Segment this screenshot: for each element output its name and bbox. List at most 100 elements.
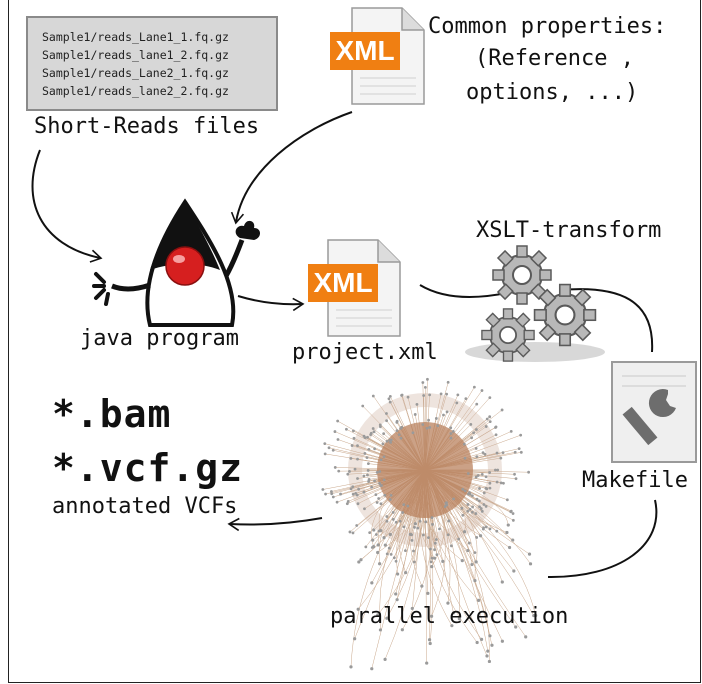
graph-node bbox=[413, 525, 416, 529]
reads-file-2: Sample1/reads_lane1_2.fq.gz bbox=[42, 48, 229, 62]
graph-node bbox=[493, 468, 497, 472]
graph-node bbox=[511, 512, 515, 515]
graph-node bbox=[410, 538, 414, 542]
graph-node bbox=[383, 493, 387, 497]
graph-node bbox=[488, 527, 492, 531]
graph-node bbox=[506, 523, 510, 527]
graph-node bbox=[466, 548, 470, 553]
graph-node bbox=[394, 592, 398, 596]
graph-node bbox=[428, 426, 432, 429]
graph-node bbox=[495, 451, 499, 455]
graph-node bbox=[500, 408, 504, 412]
graph-node bbox=[363, 452, 367, 455]
graph-node bbox=[376, 613, 380, 617]
graph-node bbox=[383, 657, 387, 662]
graph-node bbox=[452, 497, 455, 501]
graph-node bbox=[412, 549, 415, 553]
graph-node bbox=[484, 504, 488, 508]
graph-node bbox=[446, 533, 450, 537]
graph-node bbox=[413, 413, 417, 416]
makefile-label: Makefile bbox=[582, 468, 688, 493]
graph-node bbox=[331, 495, 335, 499]
line-gears-to-makefile bbox=[559, 288, 654, 353]
graph-node bbox=[370, 485, 374, 489]
graph-node bbox=[363, 507, 366, 511]
svg-text:XML: XML bbox=[335, 35, 394, 66]
graph-node bbox=[376, 543, 380, 547]
graph-node bbox=[494, 433, 498, 437]
graph-node bbox=[331, 448, 335, 452]
graph-node bbox=[513, 472, 516, 476]
graph-node bbox=[388, 400, 392, 404]
graph-node bbox=[431, 523, 434, 526]
graph-node bbox=[445, 392, 449, 396]
graph-node bbox=[348, 470, 351, 473]
graph-node bbox=[432, 556, 437, 560]
graph-node bbox=[470, 562, 474, 567]
graph-node bbox=[395, 429, 399, 433]
graph-node bbox=[378, 628, 383, 632]
graph-node bbox=[361, 404, 365, 408]
graph-node bbox=[364, 545, 368, 549]
graph-node bbox=[475, 640, 479, 645]
graph-node bbox=[463, 456, 467, 460]
graph-node bbox=[475, 455, 479, 458]
graph-node bbox=[449, 426, 453, 430]
graph-node bbox=[512, 569, 516, 573]
graph-node bbox=[385, 419, 389, 423]
graph-node bbox=[345, 502, 349, 506]
graph-node bbox=[457, 617, 461, 621]
graph-node bbox=[389, 493, 393, 497]
graph-node bbox=[418, 519, 422, 523]
graph-node bbox=[501, 451, 505, 455]
reads-file-1: Sample1/reads_Lane1_1.fq.gz bbox=[42, 30, 229, 44]
annotated-vcfs-label: annotated VCFs bbox=[52, 494, 238, 519]
graph-node bbox=[466, 509, 470, 513]
graph-node bbox=[488, 420, 492, 424]
graph-node bbox=[474, 475, 478, 479]
graph-node bbox=[336, 438, 340, 441]
graph-node bbox=[444, 501, 448, 505]
graph-node bbox=[366, 473, 369, 477]
graph-node bbox=[471, 505, 475, 509]
graph-node bbox=[470, 436, 474, 440]
graph-node bbox=[511, 518, 515, 522]
graph-node bbox=[532, 613, 536, 618]
graph-node bbox=[474, 512, 478, 515]
graph-node bbox=[475, 497, 479, 501]
graph-node bbox=[486, 649, 490, 653]
graph-node bbox=[398, 519, 402, 523]
graph-node bbox=[500, 580, 504, 584]
graph-node bbox=[461, 487, 465, 491]
graph-node bbox=[411, 431, 415, 435]
graph-node bbox=[476, 598, 481, 602]
graph-node bbox=[335, 500, 339, 504]
graph-node bbox=[382, 478, 386, 482]
graph-node bbox=[382, 536, 386, 540]
graph-node bbox=[480, 472, 484, 476]
graph-node bbox=[330, 490, 333, 493]
graph-node bbox=[395, 598, 399, 602]
graph-node bbox=[476, 474, 480, 477]
graph-node bbox=[402, 503, 406, 507]
graph-node bbox=[479, 637, 484, 641]
graph-node bbox=[379, 502, 383, 506]
graph-node bbox=[395, 419, 399, 423]
svg-text:XML: XML bbox=[313, 267, 372, 298]
graph-node bbox=[473, 578, 477, 583]
graph-node bbox=[461, 513, 465, 517]
graph-node bbox=[428, 641, 432, 646]
graph-node bbox=[494, 425, 498, 429]
graph-node bbox=[356, 477, 359, 480]
graph-node bbox=[396, 572, 400, 576]
graph-node bbox=[527, 470, 531, 474]
graph-node bbox=[488, 396, 492, 399]
graph-node bbox=[367, 480, 370, 483]
graph-node bbox=[371, 394, 375, 398]
line-makefile-to-graph bbox=[547, 499, 658, 579]
graph-node bbox=[456, 393, 460, 397]
graph-node bbox=[509, 429, 513, 433]
graph-node bbox=[370, 667, 374, 671]
